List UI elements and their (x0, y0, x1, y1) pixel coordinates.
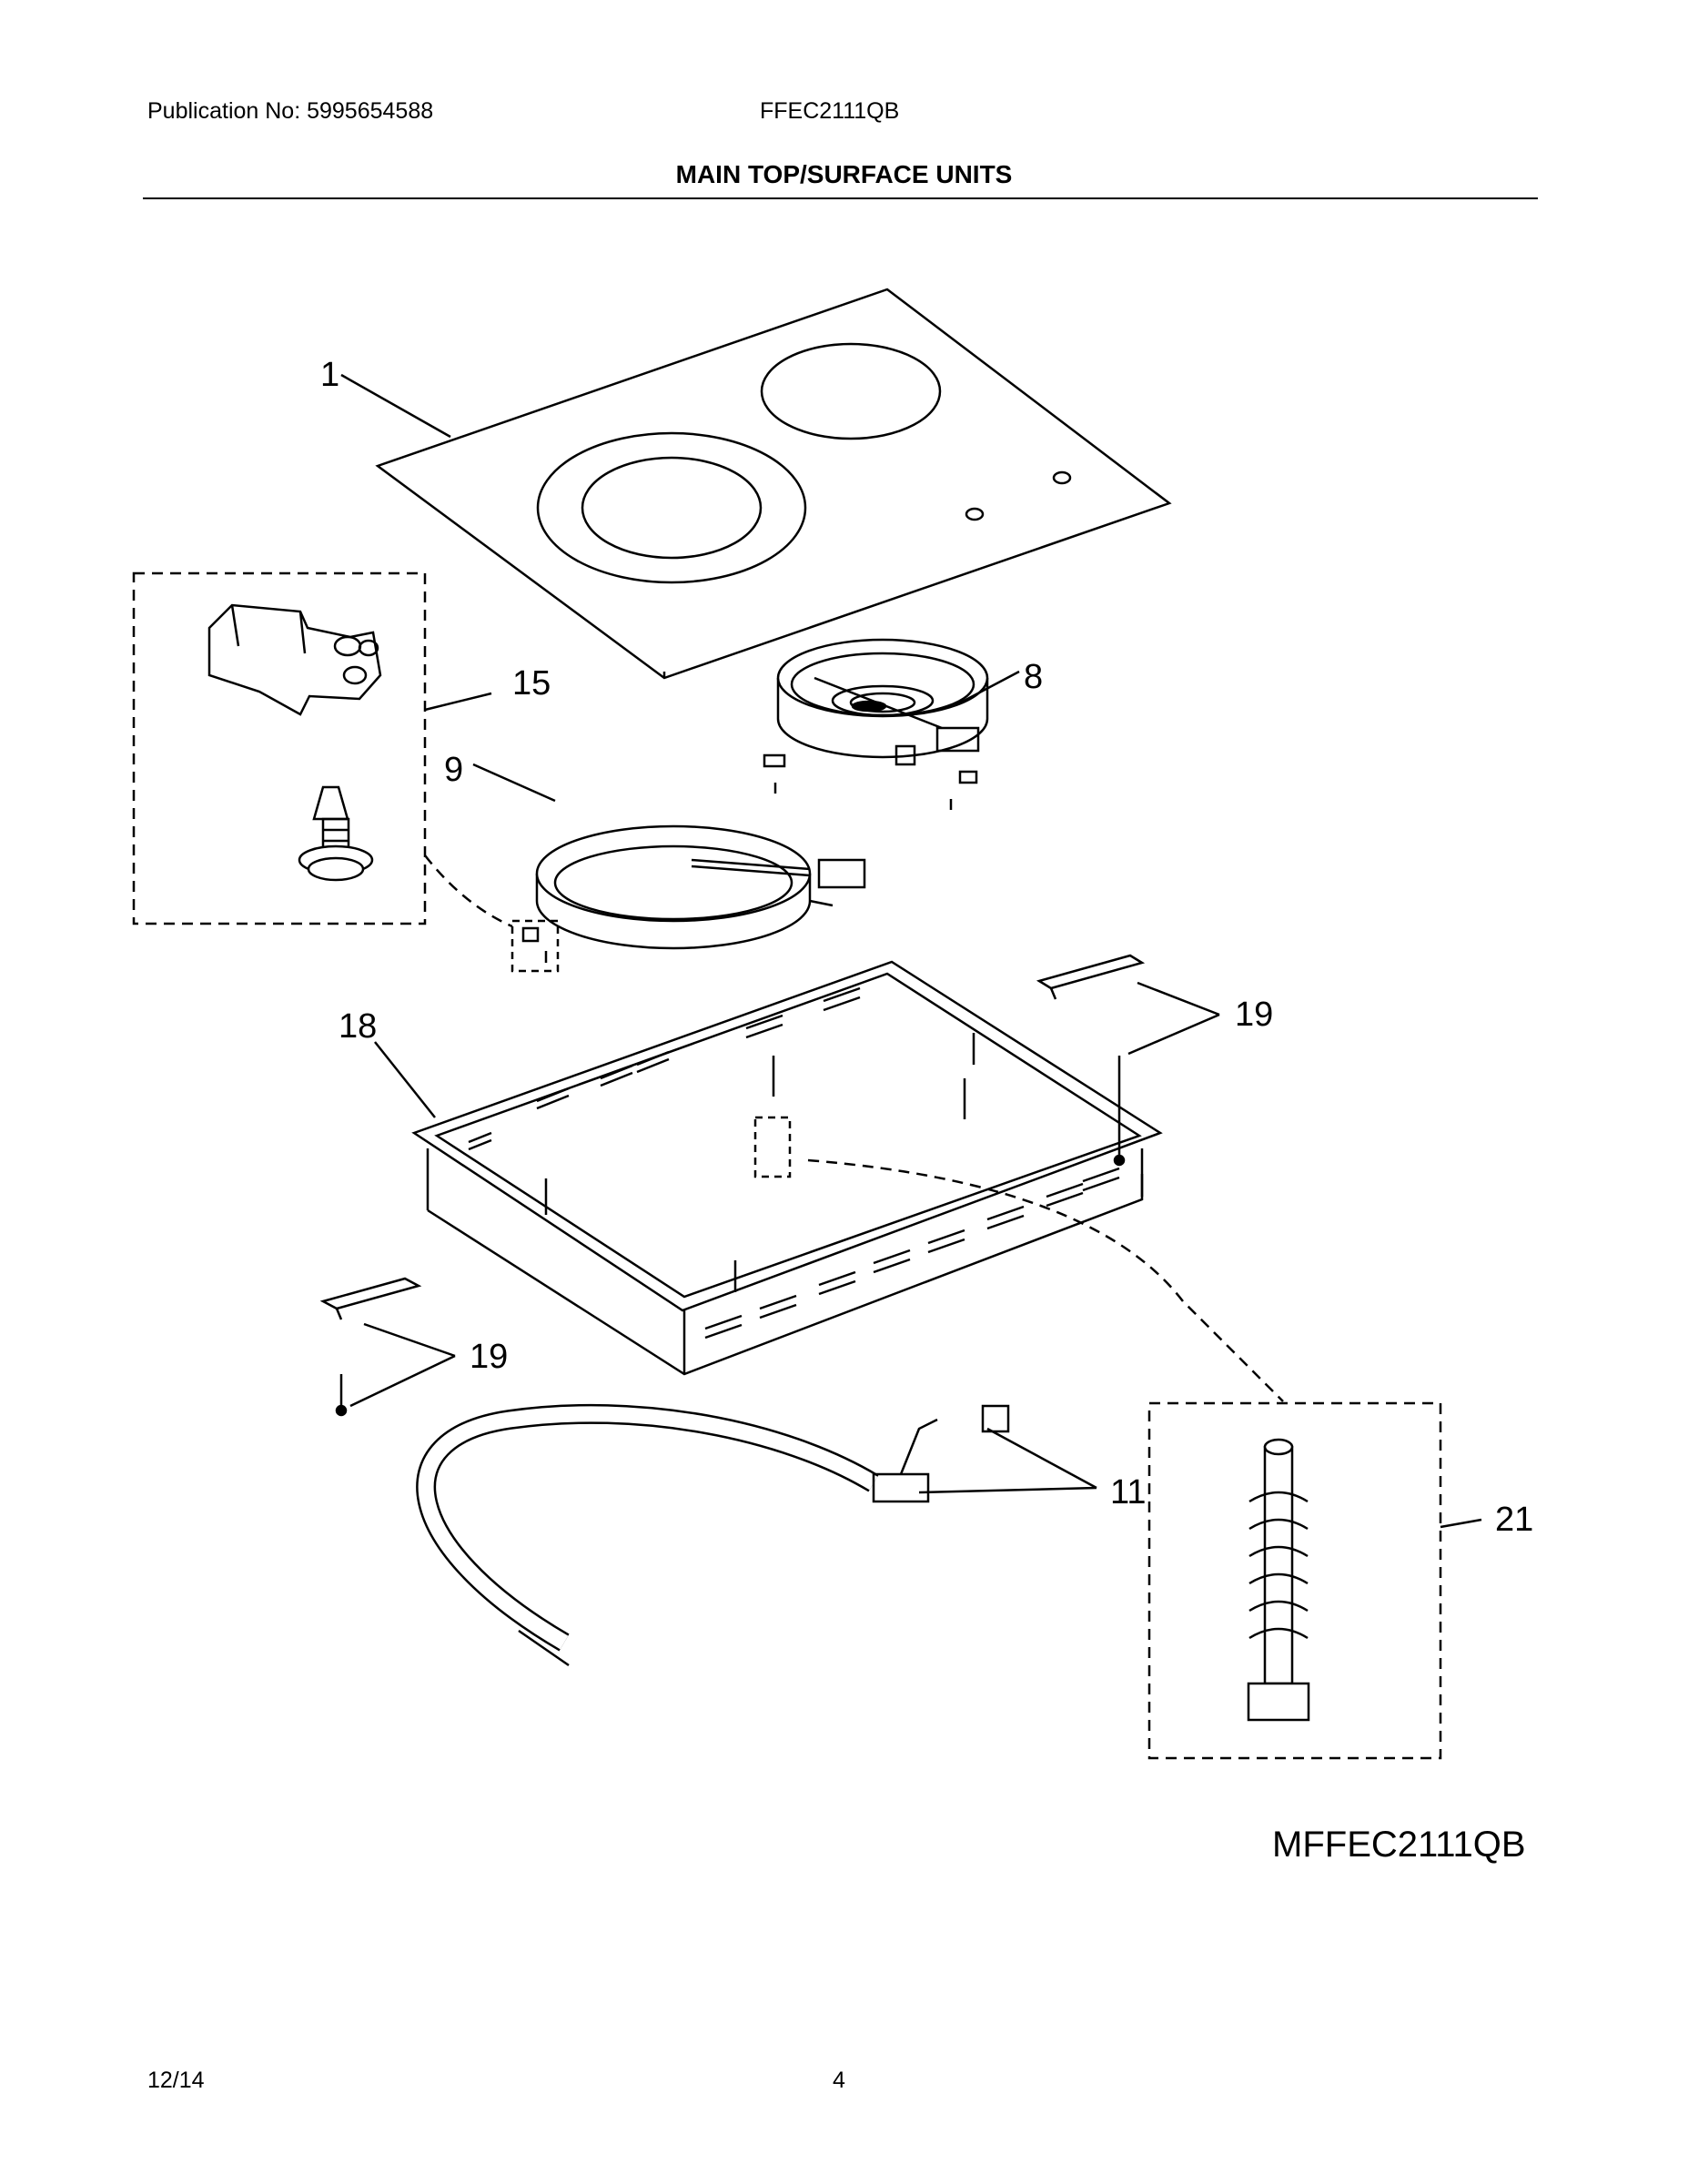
callout-21: 21 (1495, 1501, 1533, 1539)
power-cord-part (416, 1403, 1010, 1667)
callout-15: 15 (512, 664, 551, 703)
diagram-code: MFFEC2111QB (1272, 1825, 1526, 1865)
footer-date: 12/14 (147, 2068, 205, 2093)
callout-9: 9 (444, 751, 463, 789)
page-number: 4 (833, 2068, 845, 2093)
bracket-screw-kit-part (132, 571, 427, 925)
publication-number: Publication No: 5995654588 (147, 98, 434, 124)
radiant-element-large-part (521, 824, 866, 963)
bracket-screw-part-left (319, 1277, 422, 1417)
section-title: MAIN TOP/SURFACE UNITS (675, 160, 1013, 188)
callout-19-left: 19 (470, 1338, 508, 1376)
bracket-screw-part-right (1036, 954, 1146, 1167)
callout-1: 1 (320, 356, 339, 394)
callout-8: 8 (1024, 658, 1043, 696)
kit-dashed-leader (424, 854, 513, 928)
callout-11: 11 (1110, 1473, 1146, 1512)
clip-detail-box (510, 919, 560, 973)
callout-19-right: 19 (1235, 996, 1273, 1034)
main-top-frame-part (411, 960, 1284, 1402)
radiant-element-small-part (763, 638, 989, 810)
spring-assembly-part (1147, 1401, 1442, 1760)
glass-cooktop-part (375, 288, 1172, 680)
model-number: FFEC2111QB (760, 98, 900, 124)
header-rule (143, 197, 1538, 199)
callout-18: 18 (339, 1007, 377, 1046)
